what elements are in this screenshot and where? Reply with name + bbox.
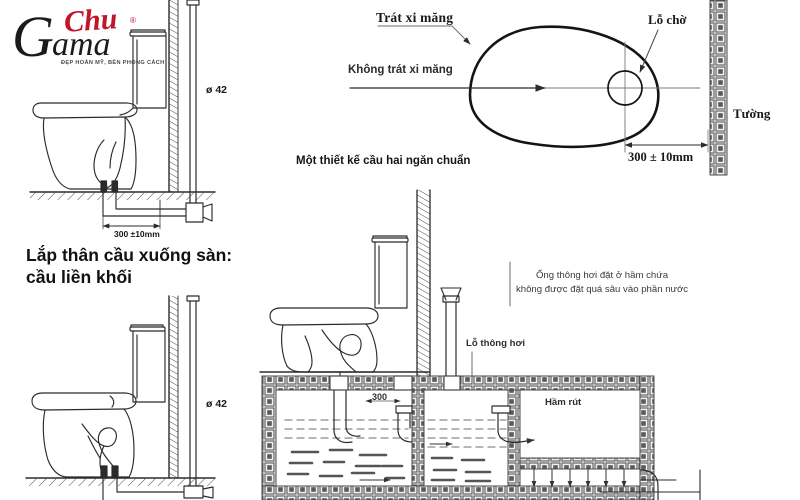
dimension-300-plus-minus-10mm: 300 ± 10mm <box>628 150 694 164</box>
caption-install-toilet-body-line1: Lắp thân cầu xuống sàn: <box>26 245 233 265</box>
logo-tagline: ĐẸP HOÀN MỸ, BỀN PHONG CÁCH <box>61 60 165 66</box>
label-no-cement-plaster: Không trát xi măng <box>348 64 453 76</box>
label-pipe-diameter-top: ø 42 <box>206 84 228 96</box>
note-vent-pipe-line2: không được đặt quá sâu vào phần nước <box>515 284 689 295</box>
note-vent-pipe-line1: Ống thông hơi đặt ở hầm chứa <box>535 270 669 281</box>
label-waiting-hole: Lỗ chờ <box>648 12 687 27</box>
dimension-300-section: 300 <box>372 392 388 402</box>
dimension-300-plus-minus-10mm-left: 300 ±10mm <box>114 229 160 239</box>
toilet-top-left <box>29 0 216 230</box>
logo-text-ama: ama <box>52 26 111 63</box>
caption-install-toilet-body-line2: cầu liền khối <box>26 267 132 287</box>
label-wall: Tường <box>733 106 771 121</box>
septic-tank-plan <box>349 0 728 176</box>
label-drain-pit: Hầm rút <box>545 397 582 408</box>
registered-trademark-icon: ® <box>130 16 136 25</box>
label-cement-plaster: Trát xi măng <box>376 10 454 25</box>
logo-letter-g: G <box>12 4 54 69</box>
toilet-bottom-left <box>25 295 216 500</box>
label-vent-hole: Lỗ thông hơi <box>466 338 526 349</box>
septic-tank-section <box>261 261 701 500</box>
brand-logo: G ama Chu ® ĐẸP HOÀN MỸ, BỀN PHONG CÁCH <box>8 2 164 74</box>
toilet-middle-section <box>259 189 431 390</box>
caption-standard-two-chamber-design: Một thiết kế cầu hai ngăn chuẩn <box>296 155 471 167</box>
label-pipe-diameter-bottom: ø 42 <box>206 398 228 410</box>
